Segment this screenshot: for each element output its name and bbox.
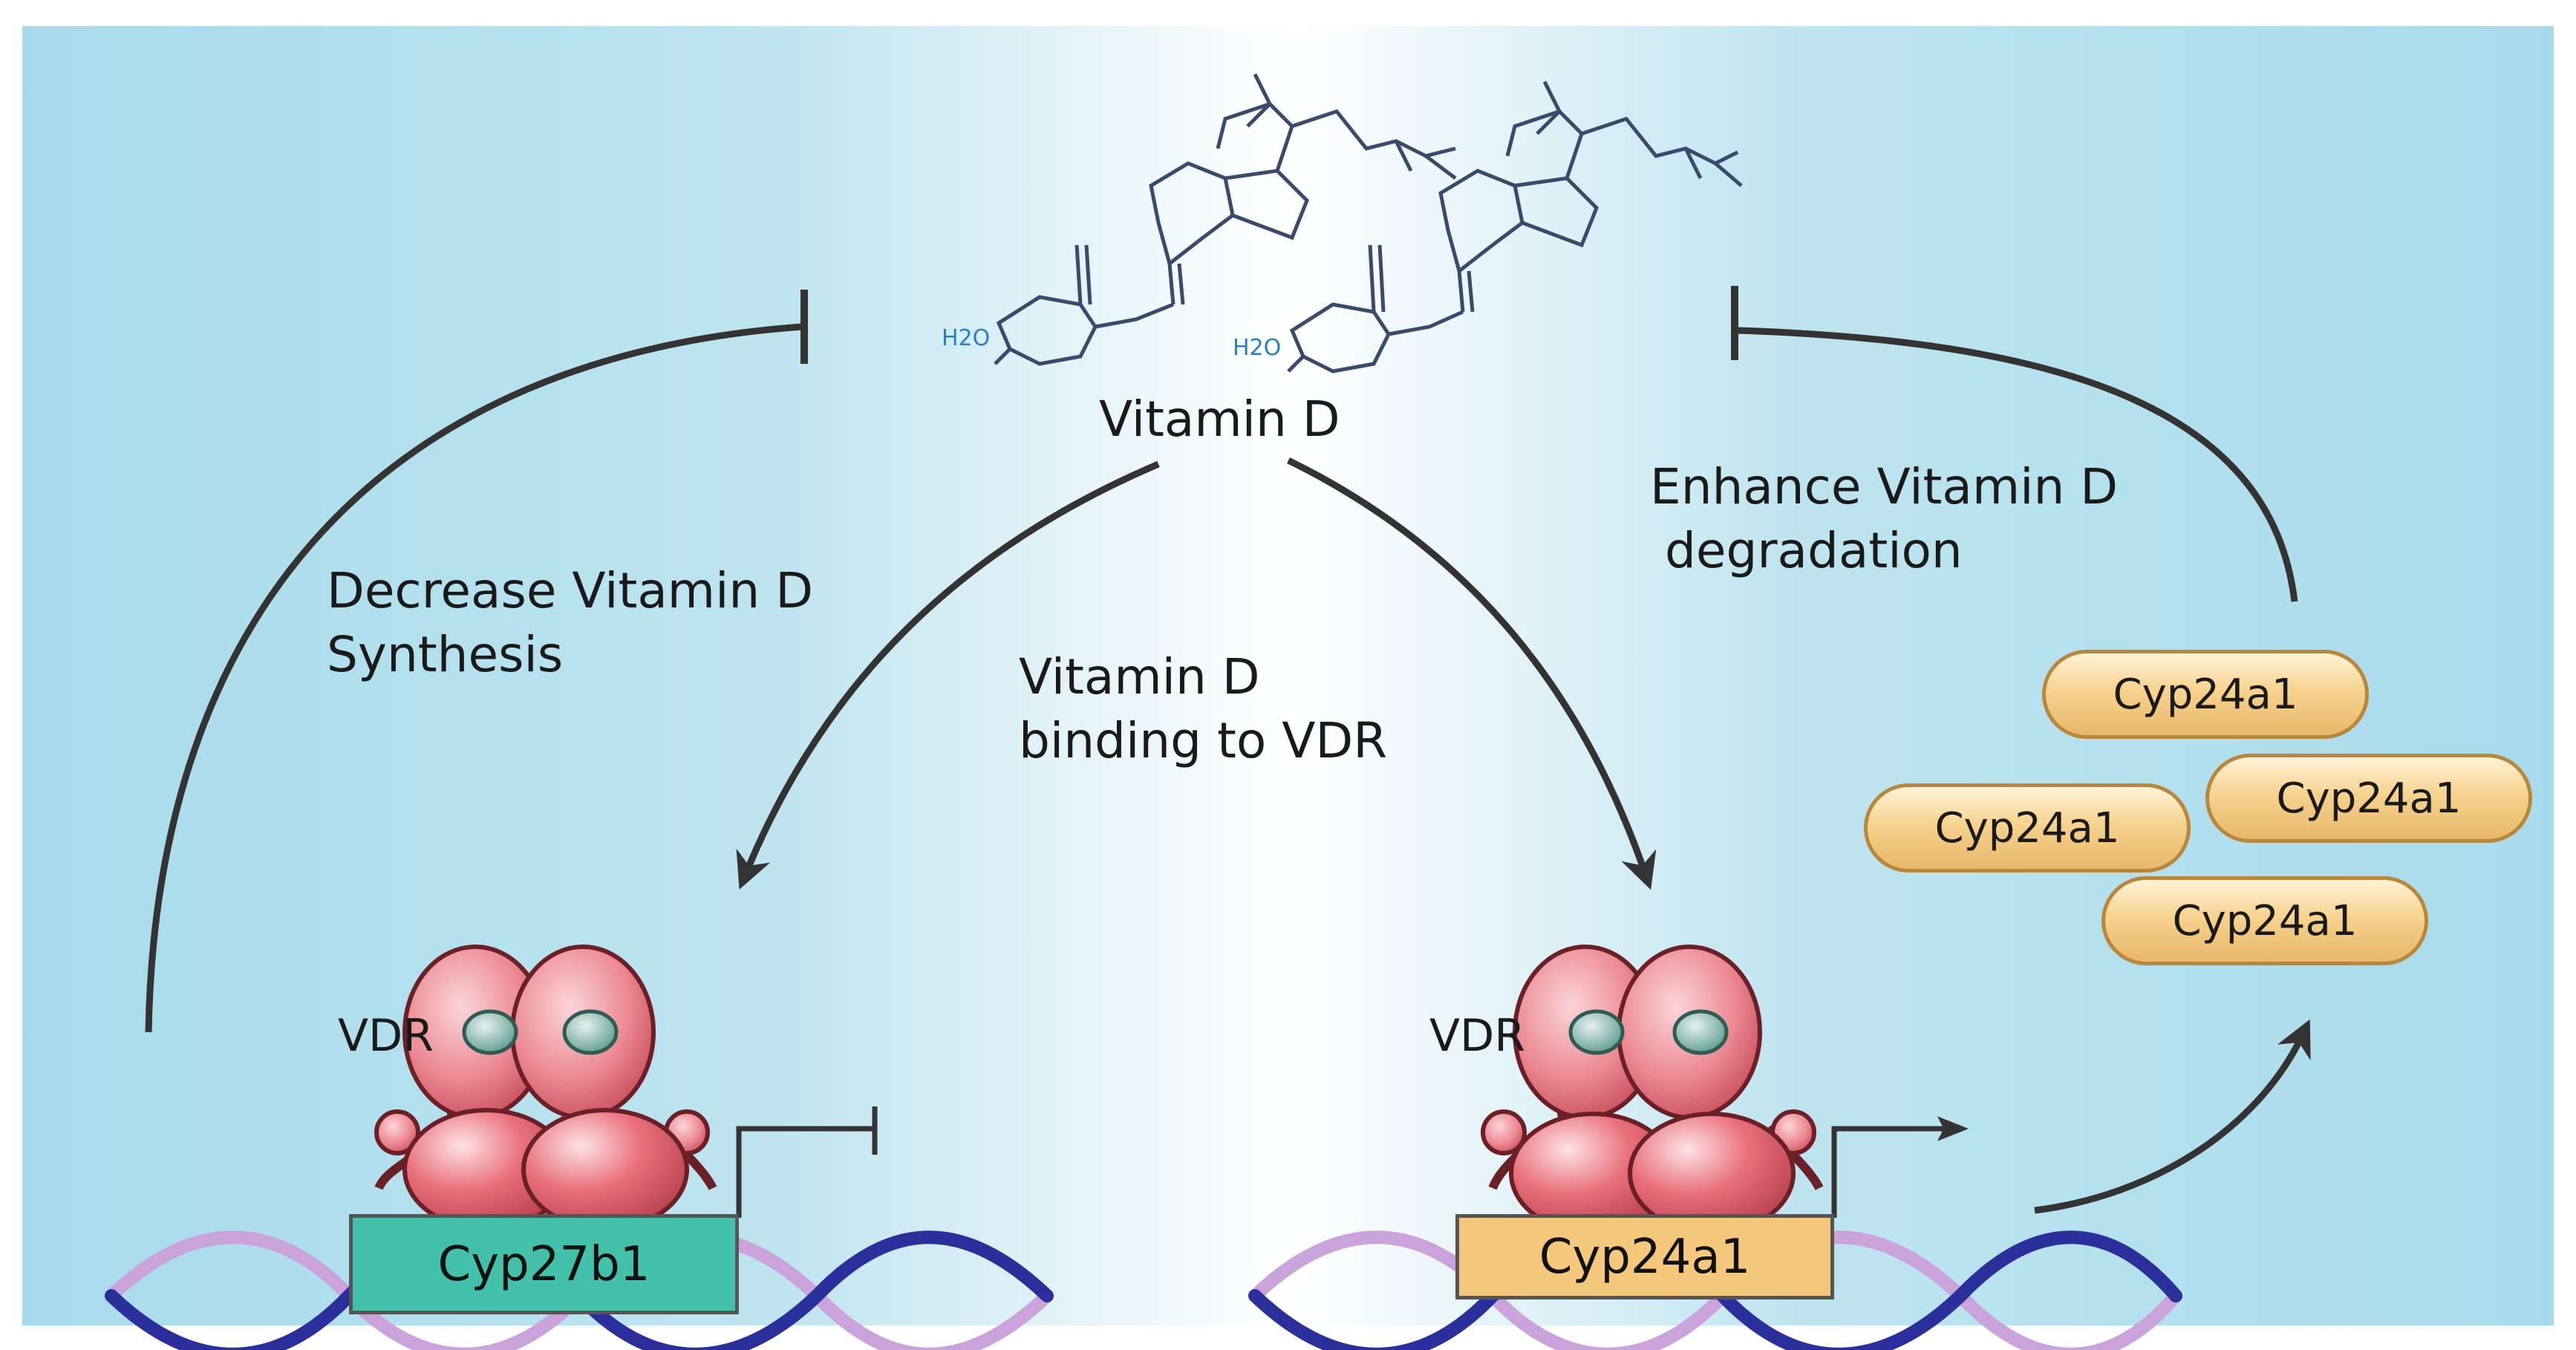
arrow-to-proteins xyxy=(2034,1019,2311,1214)
left-inhibition-arc xyxy=(145,323,803,1033)
cyp24a1-protein-1: Cyp24a1 xyxy=(2042,650,2369,739)
left-arc-label-line1: Decrease Vitamin D xyxy=(327,562,814,619)
arrow-to-right-vdr xyxy=(1287,457,1657,890)
left-arc-label: Decrease Vitamin D Synthesis xyxy=(327,559,813,687)
left-arc-label-line2: Synthesis xyxy=(327,626,564,683)
vdr-label-left: VDR xyxy=(338,1010,434,1062)
binding-label-line1: Vitamin D xyxy=(1019,648,1260,705)
right-promoter-line xyxy=(1831,1116,1969,1218)
cyp24a1-protein-3: Cyp24a1 xyxy=(1864,783,2191,873)
gene-label-cyp27b1: Cyp27b1 xyxy=(437,1236,650,1292)
vdr-dimer-right xyxy=(1481,945,1824,1235)
binding-label: Vitamin D binding to VDR xyxy=(1019,645,1387,773)
gene-box-cyp24a1: Cyp24a1 xyxy=(1455,1214,1834,1300)
right-inhibition-arc xyxy=(1737,327,2298,602)
vitamin-d-title: Vitamin D xyxy=(1099,391,1340,448)
vitamin-d-molecule-left xyxy=(994,73,1457,366)
left-promoter-line xyxy=(736,1126,873,1218)
right-arc-label-line2: degradation xyxy=(1665,522,1963,579)
hydroxyl-label-right: H2O xyxy=(1233,335,1281,361)
vdr-label-right: VDR xyxy=(1429,1010,1525,1062)
vitamin-d-molecule-right xyxy=(1287,80,1743,374)
gene-label-cyp24a1: Cyp24a1 xyxy=(1539,1229,1751,1285)
gene-box-cyp27b1: Cyp27b1 xyxy=(349,1214,739,1314)
cyp24a1-protein-2: Cyp24a1 xyxy=(2205,754,2532,843)
cyp24a1-protein-4: Cyp24a1 xyxy=(2101,876,2428,965)
hydroxyl-label-left: H2O xyxy=(942,325,990,351)
right-arc-label-line1: Enhance Vitamin D xyxy=(1650,458,2119,515)
vdr-dimer-left xyxy=(374,945,717,1231)
right-arc-label: Enhance Vitamin D degradation xyxy=(1650,455,2118,583)
arrow-to-left-vdr xyxy=(736,460,1160,890)
binding-label-line2: binding to VDR xyxy=(1019,712,1388,769)
